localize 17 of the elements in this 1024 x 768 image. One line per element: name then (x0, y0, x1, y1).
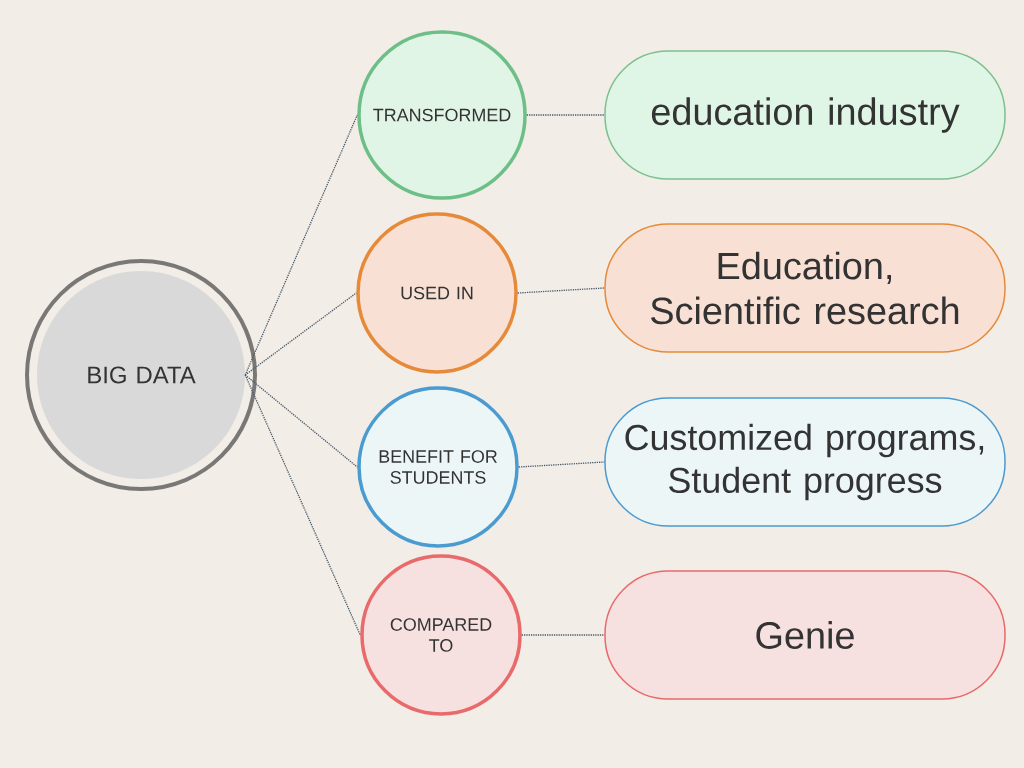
connector-line (244, 374, 358, 468)
connector-line (521, 634, 605, 636)
connector-line (518, 461, 605, 468)
connector-line (517, 287, 605, 294)
rounded-box: Education, Scientific research (604, 223, 1006, 353)
connector-line (244, 114, 358, 376)
circle-node: TRANSFORMED (357, 30, 527, 200)
rounded-box: Customized programs, Student progress (604, 397, 1006, 527)
connector-line (244, 292, 357, 376)
connector-line (526, 114, 605, 116)
circle-node: BIG DATA (25, 259, 257, 491)
circle-node: BENEFIT FOR STUDENTS (357, 386, 519, 548)
rounded-box: education industry (604, 50, 1006, 180)
circle-node: USED IN (356, 212, 518, 374)
circle-node: COMPARED TO (360, 554, 522, 716)
rounded-box: Genie (604, 570, 1006, 700)
connector-line (244, 374, 361, 636)
